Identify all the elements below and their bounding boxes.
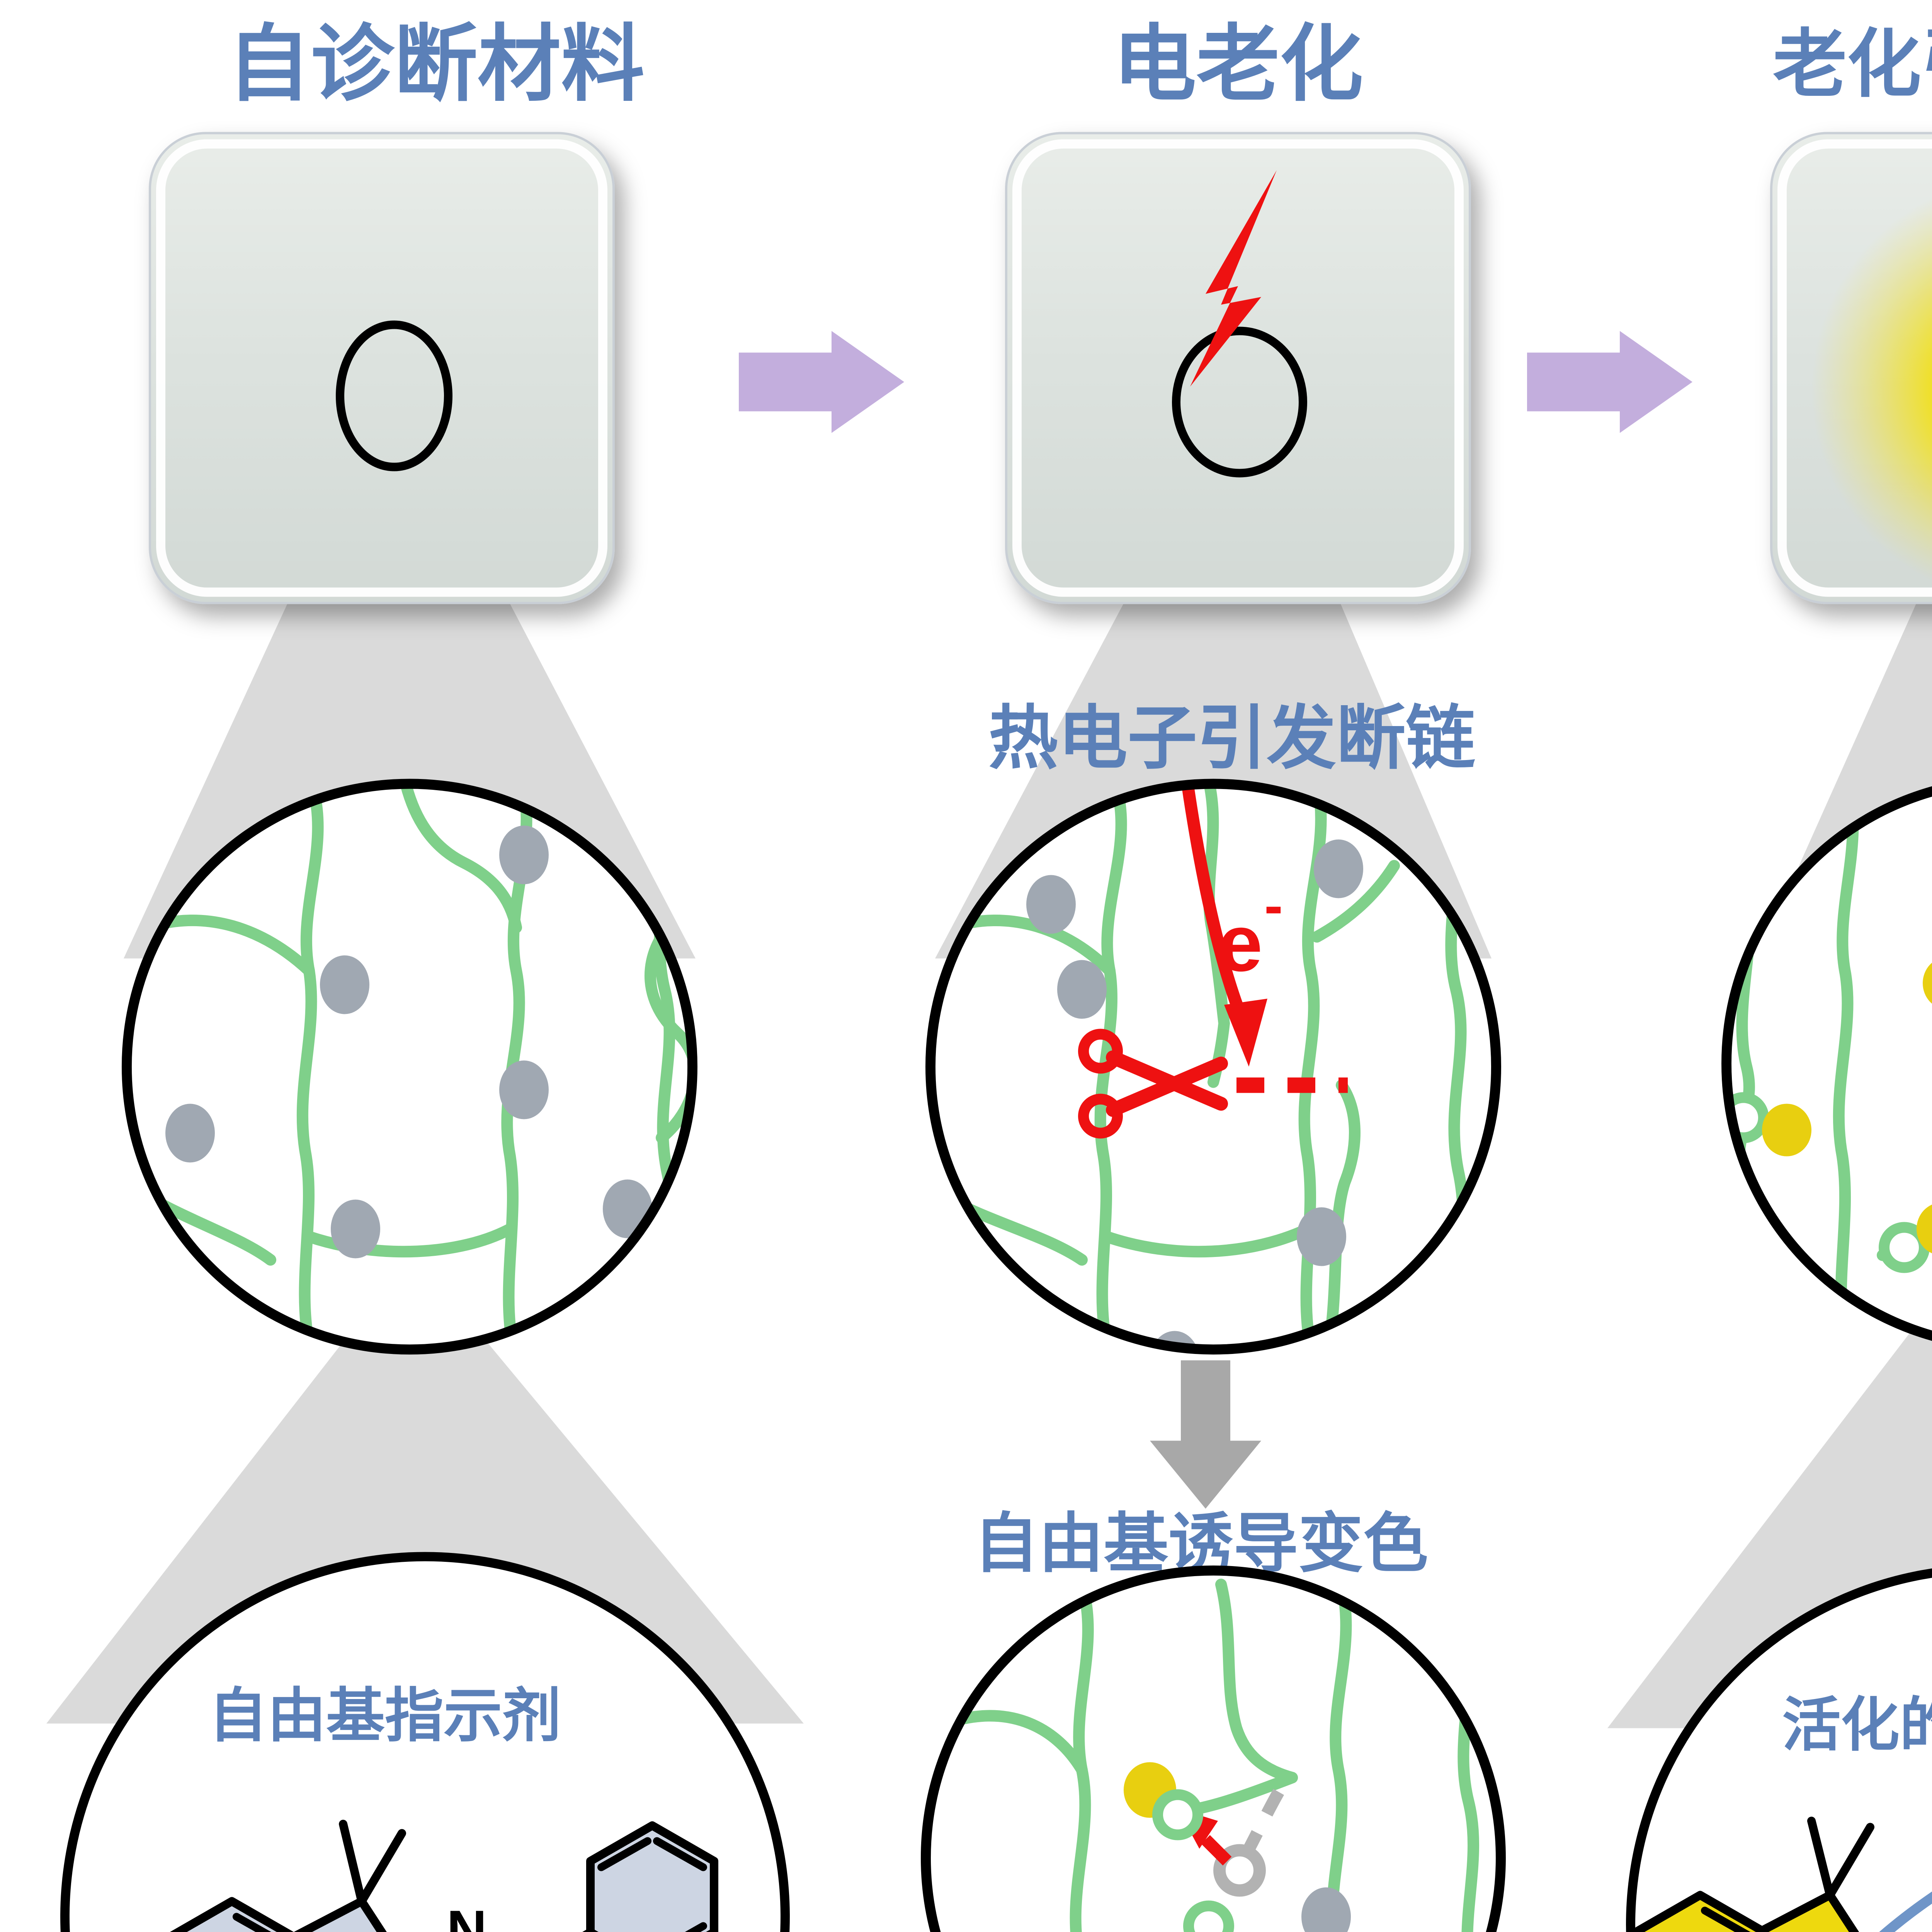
attack-arrow [1201, 1835, 1232, 1866]
sample-spot-outline [1172, 327, 1307, 478]
panel-highlight [1777, 139, 1932, 597]
sample-spot-outline [336, 320, 452, 471]
inset-circle-radical-indicator: 自由基指示剂 N N O [60, 1552, 790, 1932]
arrow-down-icon [1150, 1360, 1261, 1509]
radical-indicator-dots [165, 825, 652, 1259]
panel-highlight [156, 139, 607, 597]
panel-pristine [149, 132, 615, 604]
benzene-ring [170, 1897, 294, 1932]
radical-indicator-dots [1301, 1887, 1351, 1932]
label-radical-indicator: 自由基指示剂 [209, 1683, 561, 1749]
zoom-circle-pristine-network [122, 779, 697, 1355]
methyl-bond [1826, 1823, 1874, 1900]
panel-title-pristine: 自诊断材料 [227, 17, 645, 111]
arrow-right-icon [1527, 331, 1692, 433]
panel-title-aging: 电老化 [1113, 17, 1363, 111]
panel-highlight [1012, 139, 1464, 597]
arrow-right-icon [739, 331, 904, 433]
activated-indicator-dots [1762, 957, 1932, 1255]
zoom-circle-radical-activation [921, 1565, 1506, 1932]
indole-ring [1758, 1891, 1859, 1932]
yellow-glow [1811, 197, 1932, 582]
oxygen-radical-ring [1152, 1789, 1203, 1840]
merocyanine-structure: N N O 发色团 [1634, 1804, 1932, 1932]
scissors-icon [1078, 1029, 1228, 1139]
indoline-ring [294, 1897, 387, 1932]
zoom-circle-aged-network [1721, 781, 1932, 1347]
methyl-bond [1807, 1816, 1834, 1900]
atom-nitrogen: N [447, 1899, 487, 1932]
electron-superscript: - [1264, 874, 1283, 937]
label-hot-electron-scission: 热电子引发断链 [988, 700, 1475, 777]
panel-electrical-aging [1005, 132, 1471, 604]
flow-arrows [739, 331, 1692, 433]
leaving-radical-ring [1213, 1844, 1266, 1897]
methyl-bond [339, 1820, 366, 1906]
zoom-circle-chain-scission: e - [925, 779, 1501, 1355]
electron-arrowhead-icon [1224, 998, 1267, 1067]
panel-title-color: 老化引发变色 [1773, 23, 1932, 106]
oxygen-radical-ring [1183, 1900, 1234, 1932]
panel-color-changed [1770, 132, 1932, 604]
electron-symbol: e [1218, 899, 1263, 988]
electron-arrow [1181, 784, 1248, 1023]
inset-circle-activated-indicator: 活化的指示剂 N N O 发色团 [1626, 1568, 1932, 1932]
label-activated-indicator: 活化的指示剂 [1782, 1692, 1932, 1758]
methyl-bond [357, 1829, 406, 1906]
